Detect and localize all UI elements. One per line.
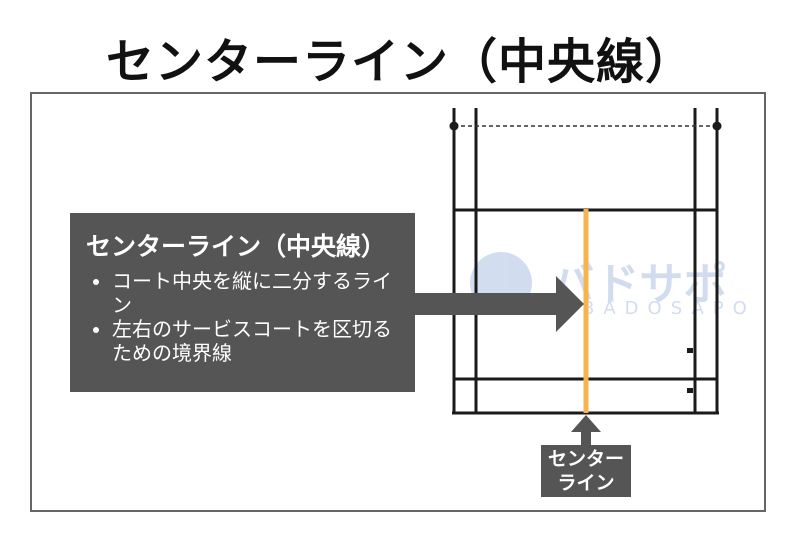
info-box: センターライン（中央線） コート中央を縦に二分するライン 左右のサービスコートを…	[70, 213, 415, 392]
up-arrow-icon	[571, 415, 601, 446]
right-arrow-icon	[414, 276, 584, 332]
center-line-label: センター ライン	[541, 445, 631, 497]
info-heading: センターライン（中央線）	[86, 232, 387, 261]
page-title: センターライン（中央線）	[105, 34, 694, 90]
net-post-left	[449, 121, 459, 131]
info-bullet: 左右のサービスコートを区切るための境界線	[112, 317, 401, 365]
label-line-1: センター	[547, 448, 624, 470]
info-bullets: コート中央を縦に二分するライン 左右のサービスコートを区切るための境界線	[86, 269, 401, 365]
net-post-right	[712, 121, 722, 131]
tick-mark	[687, 348, 693, 353]
info-bullet: コート中央を縦に二分するライン	[112, 269, 401, 317]
diagram-frame	[30, 92, 766, 512]
label-line-2: ライン	[557, 472, 615, 494]
tick-mark	[687, 388, 693, 393]
